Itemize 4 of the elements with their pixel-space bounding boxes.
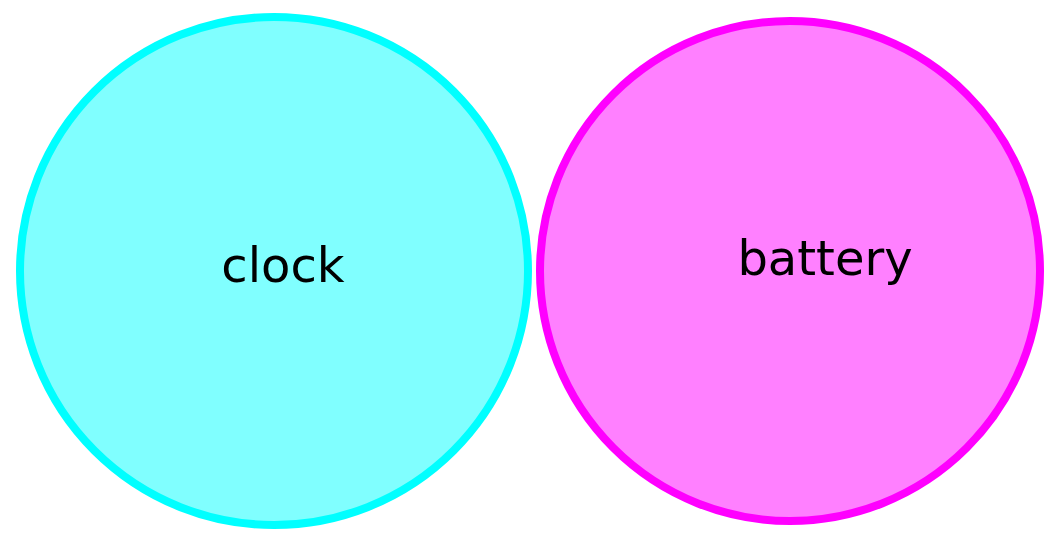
circle-node [16,13,532,529]
circle-node [536,17,1044,525]
node-label: clock [221,237,345,293]
node-label: battery [737,230,913,286]
